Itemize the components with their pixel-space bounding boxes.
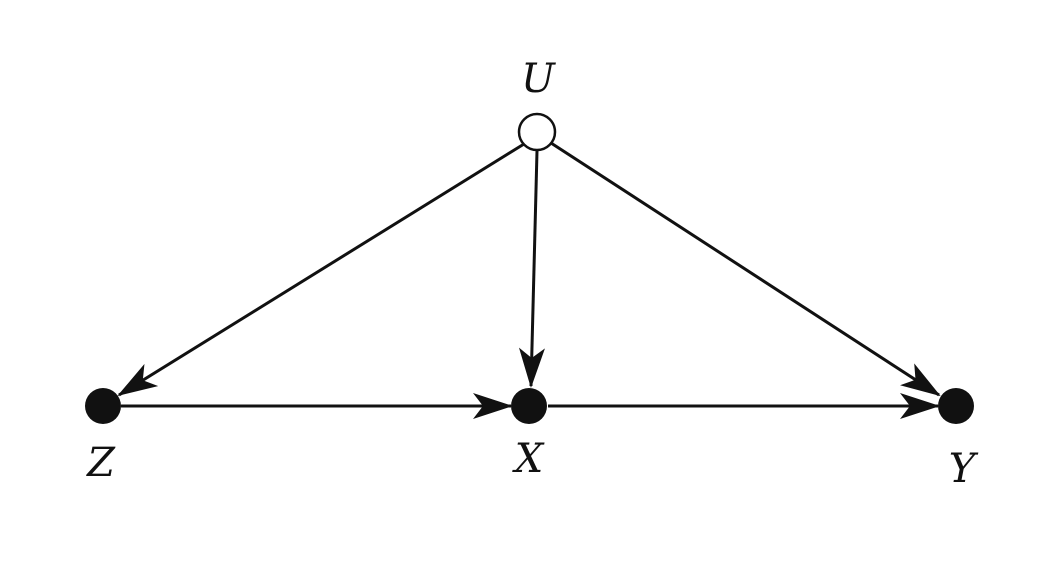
node-u-latent: [517, 112, 557, 152]
node-z-label: Z: [85, 440, 116, 486]
node-x-label: X: [512, 436, 545, 482]
node-y: [938, 388, 974, 424]
edge-u-to-x: [518, 150, 545, 388]
edge-u-to-z: [117, 142, 525, 397]
edge-u-to-y: [550, 141, 941, 397]
node-y-label: Y: [949, 446, 979, 492]
node-u-label: U: [521, 56, 556, 102]
node-z: [85, 388, 121, 424]
edges-group: [117, 141, 941, 419]
nodes-group: [85, 112, 974, 424]
node-x: [511, 388, 547, 424]
labels-group: U Z X Y: [85, 56, 979, 492]
